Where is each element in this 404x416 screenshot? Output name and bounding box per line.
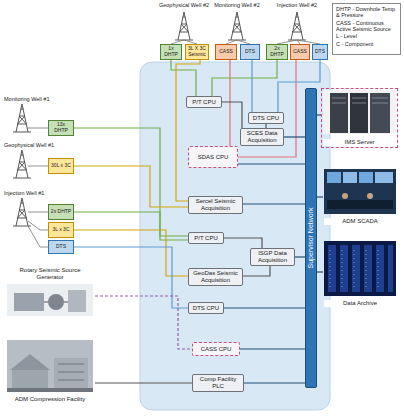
sensor-box: 2x DHTP <box>48 204 74 220</box>
node-label: DTS CPU <box>251 115 281 122</box>
node-label: IMS Server <box>323 139 396 146</box>
picture-node: ADM SCADA <box>323 168 397 226</box>
node-label: P/T CPU <box>189 99 219 106</box>
node-label: CASS <box>217 49 235 55</box>
node-label: 3L x 3C <box>50 227 72 233</box>
node-label: C - Component <box>336 41 397 47</box>
device-box: DTS CPU <box>188 302 224 314</box>
node-label: 2x DHTP <box>268 46 286 58</box>
signal-wire <box>95 382 192 383</box>
signal-wire <box>74 212 188 240</box>
signal-wire <box>284 136 305 137</box>
node-label: Supervisor Network <box>307 207 315 268</box>
signal-wire <box>171 60 196 96</box>
control-room-picture <box>324 169 396 214</box>
signal-wire <box>238 60 296 157</box>
signal-wire <box>317 271 323 272</box>
sensor-box: 3L x 3C <box>48 222 74 238</box>
signal-wire <box>243 266 270 276</box>
device-box: P/T CPU <box>186 96 222 108</box>
seismic-source-picture <box>7 284 93 316</box>
node-label: ISGP Data Acquisition <box>253 250 292 264</box>
well-label: Geophysical Well #2 <box>159 2 209 8</box>
node-label: Comp Facility PLC <box>195 376 241 390</box>
sensor-box: DTS <box>312 44 328 60</box>
signal-wire <box>224 238 262 248</box>
sensor-box: 1x DHTP <box>160 44 182 60</box>
node-label: ADM Compression Facility <box>6 396 94 403</box>
well-label: Geophysical Well #1 <box>4 142 54 148</box>
node-label: DTS CPU <box>191 305 221 312</box>
picture-node: Rotary Seismic Source Generator <box>5 266 95 318</box>
abbreviation-box: DHTP - Downhole Temp & PressureCASS - Co… <box>332 3 401 55</box>
signal-wire <box>176 60 200 201</box>
sensor-box: DTS <box>48 240 74 254</box>
well-label: Monitoring Well #1 <box>4 96 49 102</box>
node-label: DTS <box>242 49 258 55</box>
node-label: DTS <box>314 49 326 55</box>
picture-node: ADM Compression Facility <box>5 338 95 404</box>
sensor-box: 2x DHTP <box>266 44 288 60</box>
cpu-box: SDAS CPU <box>188 146 238 168</box>
signal-wire <box>74 128 188 236</box>
signal-wire <box>243 203 305 204</box>
signal-wire <box>251 60 252 112</box>
sensor-box: DTS <box>240 44 260 60</box>
device-box: P/T CPU <box>188 232 224 244</box>
sensor-box: 3L X 3C Seismic <box>185 44 209 60</box>
well-label: Injection Well #1 <box>4 190 44 196</box>
device-box: Comp Facility PLC <box>192 374 244 392</box>
node-label: L - Level <box>336 33 397 39</box>
signal-wire <box>212 60 277 96</box>
node-label: 30L x 3C <box>50 163 72 169</box>
signal-wire <box>244 382 305 383</box>
device-box: GeoDas Seismic Acquisition <box>188 268 243 286</box>
node-label: 3L X 3C Seismic <box>187 46 207 58</box>
compression-facility-picture <box>7 340 93 392</box>
node-label: ADM SCADA <box>324 218 396 225</box>
data-archive-picture <box>324 241 396 296</box>
signal-wire <box>222 102 242 128</box>
sensor-box: 13x DHTP <box>48 120 74 136</box>
node-label: CASS - Continuous Active Seismic Source <box>336 20 397 33</box>
node-label: DTS <box>50 244 72 250</box>
node-label: 1x DHTP <box>162 46 180 58</box>
well-label: Monitoring Well #2 <box>214 2 259 8</box>
node-label: GeoDas Seismic Acquisition <box>191 270 240 284</box>
node-label: 13x DHTP <box>50 122 72 134</box>
signal-wire <box>295 256 305 257</box>
sensor-box: 30L x 3C <box>48 158 74 174</box>
node-label: Sercel Seismic Acquisition <box>191 198 240 212</box>
node-label: Rotary Seismic Source Generator <box>6 267 94 281</box>
well-label: Injection Well #2 <box>277 2 317 8</box>
node-label: Data Archive <box>324 300 396 307</box>
device-box: SCES Data Acquisition <box>240 128 284 146</box>
signal-wire <box>240 348 305 349</box>
node-label: SDAS CPU <box>191 154 235 161</box>
sensor-box: CASS <box>290 44 310 60</box>
node-label: P/T CPU <box>191 235 221 242</box>
signal-wire <box>95 296 192 349</box>
device-box: DTS CPU <box>248 112 284 124</box>
signal-wire <box>224 307 305 308</box>
device-box: ISGP Data Acquisition <box>250 248 295 266</box>
node-label: DHTP - Downhole Temp & Pressure <box>336 6 397 19</box>
signal-wire <box>238 163 305 164</box>
node-label: CASS CPU <box>195 346 237 353</box>
cpu-box: CASS CPU <box>192 342 240 356</box>
device-box: Sercel Seismic Acquisition <box>188 196 243 214</box>
sensor-box: CASS <box>215 44 237 60</box>
network-bus: Supervisor Network <box>305 88 317 388</box>
picture-node: IMS Server <box>321 88 398 148</box>
node-label: 2x DHTP <box>50 209 72 215</box>
signal-wire <box>229 60 230 146</box>
signal-wire <box>74 166 188 207</box>
picture-node: Data Archive <box>323 240 397 308</box>
well-wires <box>28 40 320 247</box>
node-label: SCES Data Acquisition <box>243 130 281 144</box>
signal-wire <box>317 196 323 197</box>
node-label: CASS <box>292 49 308 55</box>
server-picture <box>323 90 396 134</box>
